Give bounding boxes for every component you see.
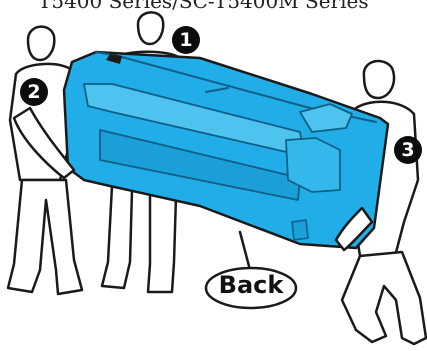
back-label: Back — [208, 270, 294, 300]
person-center-legs — [102, 186, 176, 292]
callout-number-1: 1 — [172, 26, 200, 54]
callout-number-2: 2 — [20, 78, 48, 106]
callout-number-3: 3 — [394, 136, 422, 164]
